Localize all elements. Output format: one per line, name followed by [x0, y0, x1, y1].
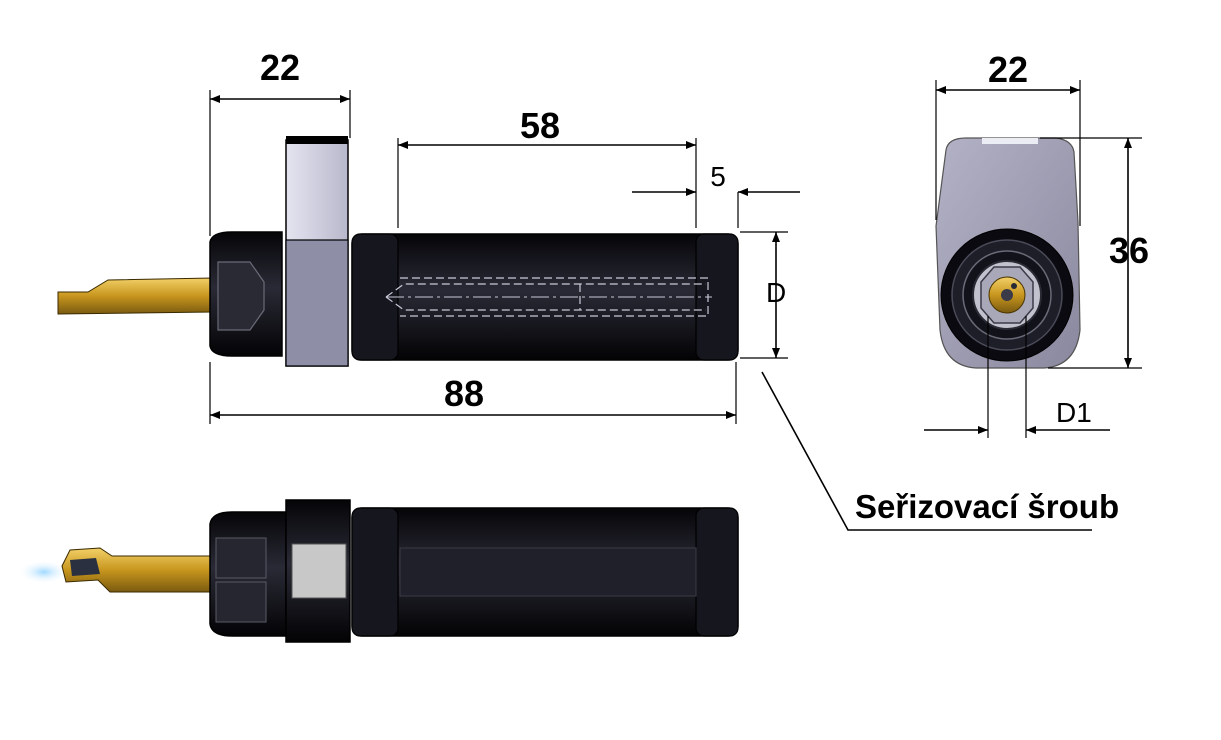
nut-hex-top [217, 261, 265, 331]
boring-bar-top [57, 277, 213, 315]
dim-body-length: 58 [520, 105, 560, 146]
end-view [935, 137, 1081, 369]
side-view-top [57, 136, 739, 367]
dim-collar-offset: 5 [710, 161, 726, 192]
dim-diameter: D [766, 277, 786, 308]
clamp-window-bottom [291, 543, 347, 599]
callout-label: Seřizovací šroub [855, 488, 1119, 525]
dim-bore-diameter: D1 [1056, 397, 1092, 428]
coolant-jet [18, 560, 70, 584]
dim-end-height: 36 [1109, 230, 1149, 271]
dim-end-width: 22 [988, 49, 1028, 90]
dim-holder-width: 22 [260, 47, 300, 88]
dimension-lines [209, 80, 1142, 531]
flat-slot-bottom [399, 547, 697, 597]
dim-overall-length: 88 [444, 373, 484, 414]
side-view-bottom [18, 499, 739, 643]
callout-leader [761, 371, 1092, 531]
